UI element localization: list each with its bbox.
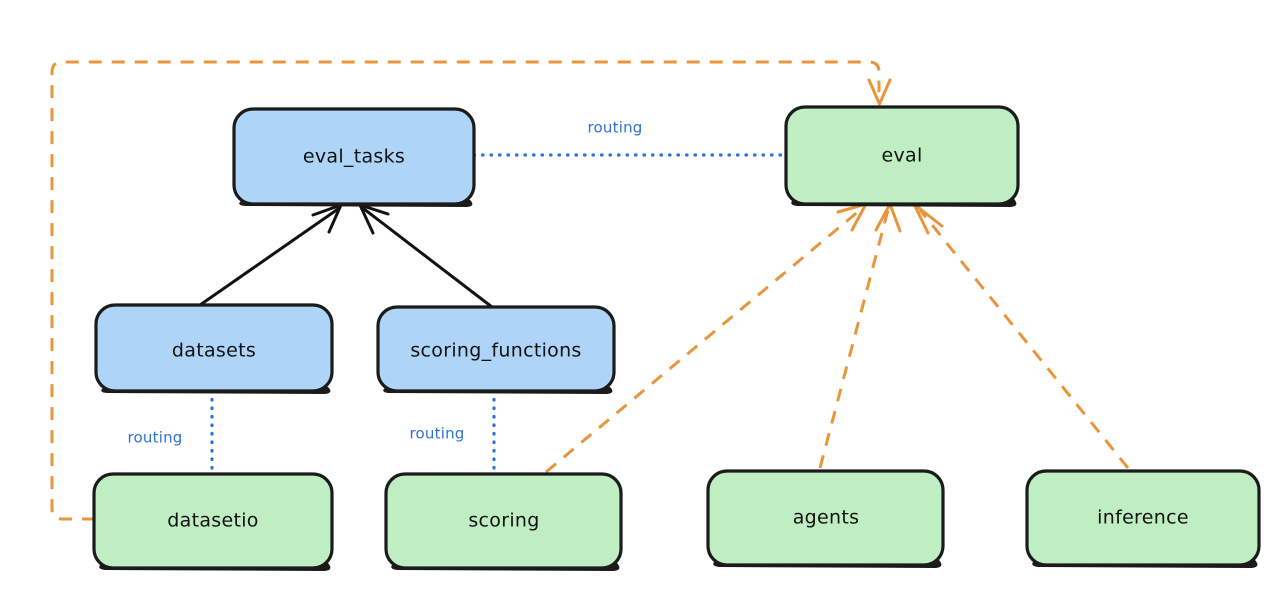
- edge-agents-to-eval: [818, 202, 902, 469]
- edge-scoring_functions-to-eval_tasks: [358, 203, 494, 309]
- edge-label-routing-eval: routing: [588, 119, 643, 137]
- node-eval_tasks-label: eval_tasks: [303, 146, 405, 168]
- node-scoring_functions-label: scoring_functions: [410, 340, 581, 362]
- edge-datasets-to-eval_tasks: [198, 203, 343, 307]
- node-inference-label: inference: [1097, 507, 1189, 529]
- node-inference-box: [1025, 469, 1261, 567]
- node-layer: eval_tasks eval datasets scoring_functio…: [92, 105, 1261, 571]
- node-eval_tasks[interactable]: eval_tasks: [232, 107, 476, 207]
- node-inference[interactable]: inference: [1025, 469, 1261, 568]
- node-scoring-label: scoring: [468, 510, 539, 532]
- node-datasets-box: [94, 303, 334, 393]
- edge-label-routing-datasetio: routing: [128, 429, 183, 447]
- edge-datasetio-to-eval-arrowhead: [867, 78, 892, 106]
- edge-label-routing-scoring: routing: [410, 425, 465, 443]
- node-datasets-label: datasets: [172, 340, 256, 362]
- edge-inference-to-eval: [912, 202, 1130, 469]
- node-datasets[interactable]: datasets: [94, 303, 334, 394]
- node-datasetio[interactable]: datasetio: [92, 472, 334, 571]
- edge-agents-to-eval-path: [818, 209, 890, 469]
- node-scoring[interactable]: scoring: [384, 472, 623, 571]
- edge-datasetio-to-eval-path: [50, 60, 881, 521]
- edge-inference-to-eval-path: [918, 209, 1130, 469]
- edge-scoring_functions-to-scoring: routing: [410, 389, 496, 476]
- edge-inference-to-eval-arrowhead: [912, 202, 944, 235]
- node-eval_tasks-box: [232, 107, 476, 206]
- node-eval-label: eval: [881, 145, 922, 167]
- node-eval[interactable]: eval: [784, 105, 1020, 207]
- node-agents-label: agents: [793, 507, 860, 529]
- node-datasetio-label: datasetio: [167, 510, 258, 532]
- node-agents-box: [706, 469, 945, 567]
- node-agents[interactable]: agents: [706, 469, 945, 568]
- node-scoring_functions-box: [376, 305, 616, 393]
- node-scoring_functions[interactable]: scoring_functions: [376, 305, 616, 394]
- edge-datasets-to-datasetio: routing: [128, 389, 214, 476]
- edge-scoring_functions-to-eval_tasks-path: [362, 207, 494, 309]
- node-scoring-box: [384, 472, 623, 570]
- node-datasetio-box: [92, 472, 334, 570]
- edge-datasets-to-eval_tasks-path: [198, 207, 340, 307]
- node-eval-box: [784, 105, 1020, 206]
- edge-datasetio-to-eval: [50, 60, 892, 521]
- edge-agents-to-eval-arrowhead: [874, 202, 902, 233]
- edge-eval_tasks-to-eval: routing: [472, 119, 790, 157]
